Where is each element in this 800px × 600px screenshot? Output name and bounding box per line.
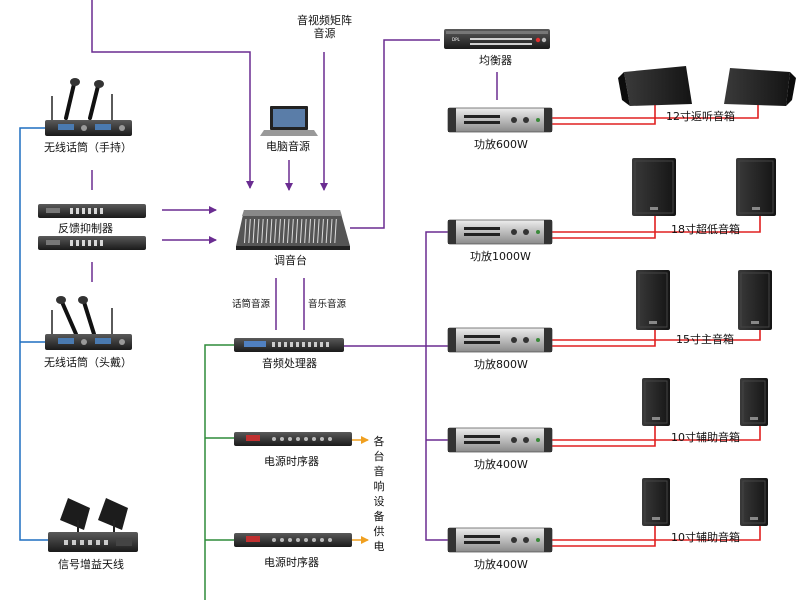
main-speaker-label: 15寸主音箱	[676, 333, 734, 346]
amp-400b-device	[447, 527, 553, 553]
equalizer-device: DPL	[444, 29, 550, 49]
svg-text:DPL: DPL	[452, 37, 460, 42]
main-speaker-left	[636, 270, 670, 330]
antenna-device	[48, 498, 138, 552]
amp-800-label: 功放800W	[474, 358, 528, 371]
aux-speaker-right-1	[740, 378, 768, 426]
amp-600-device	[447, 107, 553, 133]
aux-speaker-label-1: 10寸辅助音箱	[671, 431, 740, 444]
power-sequencer-label-2: 电源时序器	[264, 556, 319, 569]
blue-wire	[19, 127, 48, 541]
aux-speaker-left-1	[642, 378, 670, 426]
audio-processor-label: 音频处理器	[262, 357, 317, 370]
monitor-speakers	[618, 66, 796, 106]
pc-source-label: 电脑音源	[266, 140, 310, 153]
amp-400b-label: 功放400W	[474, 558, 528, 571]
power-sequencer-device-1	[234, 432, 352, 446]
amp-400a-label: 功放400W	[474, 458, 528, 471]
green-wires	[204, 344, 234, 600]
red-speaker-cables	[552, 100, 761, 547]
feedback-suppressor-device	[38, 204, 146, 250]
amp-400a-device	[447, 427, 553, 453]
mixer-label: 调音台	[274, 254, 307, 267]
amp-1000-label: 功放1000W	[470, 250, 531, 263]
wireless-handheld-label: 无线话筒（手持）	[44, 141, 132, 154]
monitor-speaker-label: 12寸返听音箱	[666, 110, 735, 123]
power-note-label: 各台音响设备供电	[373, 435, 385, 553]
amp-600-label: 功放600W	[474, 138, 528, 151]
amp-1000-device	[447, 219, 553, 245]
equalizer-label: 均衡器	[479, 54, 512, 67]
amp-800-device	[447, 327, 553, 353]
aux-speaker-label-2: 10寸辅助音箱	[671, 531, 740, 544]
aux-speaker-left-2	[642, 478, 670, 526]
sub-speaker-label: 18寸超低音箱	[671, 223, 740, 236]
wireless-headset-label: 无线话筒（头戴）	[44, 356, 132, 369]
wireless-handheld-receiver	[45, 78, 132, 136]
matrix-source-label: 音视频矩阵 音源	[297, 14, 352, 40]
purple-wires	[91, 0, 498, 541]
main-speaker-right	[738, 270, 772, 330]
power-sequencer-label-1: 电源时序器	[264, 455, 319, 468]
wireless-headset-receiver	[45, 296, 132, 350]
aux-speaker-right-2	[740, 478, 768, 526]
audio-processor-device	[234, 338, 344, 352]
mixer-device	[236, 210, 350, 250]
power-sequencer-device-2	[234, 533, 352, 547]
mic-source-label: 话筒音源	[232, 299, 271, 310]
antenna-label: 信号增益天线	[58, 558, 124, 571]
sub-speaker-left	[632, 158, 676, 216]
feedback-suppressor-label: 反馈抑制器	[58, 222, 113, 235]
sub-speaker-right	[736, 158, 776, 216]
music-source-label: 音乐音源	[308, 299, 347, 310]
laptop-device	[260, 106, 318, 136]
